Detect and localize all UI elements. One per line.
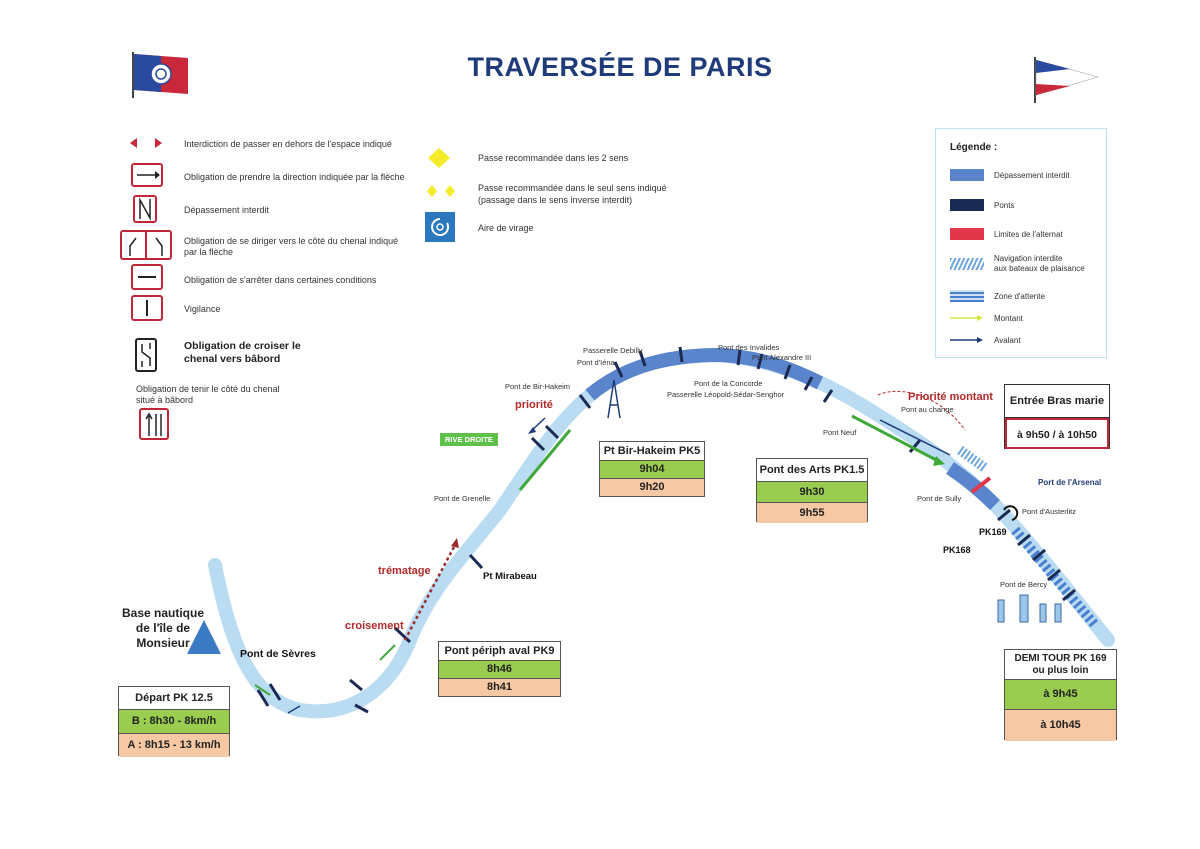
depart-time-b: B : 8h30 - 8km/h <box>119 710 229 734</box>
priorite-montant-label: Priorité montant <box>908 391 993 403</box>
avalant-arrow-icon <box>950 337 983 343</box>
rive-droite-label: RIVE DROITE <box>440 433 498 446</box>
passerelle-debilly-label: Passerelle Debilly <box>583 346 643 355</box>
croisement-label: croisement <box>345 620 404 632</box>
legend-label: Ponts <box>994 201 1015 210</box>
pk169-label: PK169 <box>979 527 1007 537</box>
montant-arrow-icon <box>950 315 983 321</box>
periph-time-a: 8h41 <box>439 679 560 696</box>
bir-hakeim-time-a: 9h20 <box>600 479 704 496</box>
pk168-label: PK168 <box>943 545 971 555</box>
vigilance-sign-icon <box>131 295 163 321</box>
periph-time-b: 8h46 <box>439 661 560 679</box>
pont-bir-hakeim-label: Pont de Bir-Hakeim <box>505 382 571 391</box>
legend-item-text: Obligation de tenir le côté du chenal si… <box>136 384 280 405</box>
legend-label: Montant <box>994 314 1023 323</box>
legend-label: Avalant <box>994 336 1021 345</box>
depart-box: Départ PK 12.5 B : 8h30 - 8km/h A : 8h15… <box>118 686 230 757</box>
pass-text: Passe recommandée dans les 2 sens <box>478 153 629 163</box>
legend-item-text: Obligation de s'arrêter dans certaines c… <box>184 275 377 285</box>
no-overtaking-sign-icon <box>133 195 157 223</box>
passerelle-leopold-label: Passerelle Léopold-Sédar-Senghor <box>667 390 785 399</box>
bir-hakeim-title: Pt Bir-Hakeim PK5 <box>600 442 704 461</box>
pass-text-note: (passage dans le sens inverse interdit) <box>478 195 633 205</box>
arts-box: Pont des Arts PK1.5 9h30 9h55 <box>756 458 868 523</box>
legend-title: Légende : <box>950 142 998 153</box>
legend-swatch <box>950 169 984 181</box>
bras-marie-box: Entrée Bras marie à 9h50 / à 10h50 <box>1004 384 1110 449</box>
pont-concorde-label: Pont de la Concorde <box>694 379 763 388</box>
demi-tour-box: DEMI TOUR PK 169 ou plus loin à 9h45 à 1… <box>1004 649 1117 741</box>
base-nautique-label: Base nautique de l'île de Monsieur <box>121 606 205 650</box>
map-legend: Légende : Dépassement interdit Ponts Lim… <box>935 128 1107 358</box>
port-arsenal-label: Port de l'Arsenal <box>1038 478 1102 487</box>
depart-time-a: A : 8h15 - 13 km/h <box>119 734 229 757</box>
demi-tour-title: DEMI TOUR PK 169 <box>1014 653 1107 664</box>
arts-title: Pont des Arts PK1.5 <box>757 459 867 482</box>
legend-swatch <box>950 228 984 240</box>
pont-austerlitz-label: Pont d'Austerlitz <box>1022 507 1076 516</box>
pont-invalides-label: Pont des Invalides <box>718 343 780 352</box>
pont-sevres-label: Pont de Sèvres <box>240 648 316 660</box>
legend-label: Zone d'attente <box>994 292 1045 301</box>
club-flag-left-icon <box>132 52 188 98</box>
legend-label: Dépassement interdit <box>994 171 1070 180</box>
pont-au-change-label: Pont au change <box>901 405 954 414</box>
legend-swatch <box>950 199 984 211</box>
club-flag-right-icon <box>1034 57 1099 103</box>
arts-time-b: 9h30 <box>757 482 867 503</box>
periph-title: Pont périph aval PK9 <box>439 642 560 661</box>
pont-bercy-label: Pont de Bercy <box>1000 580 1048 589</box>
pont-sully-label: Pont de Sully <box>917 494 962 503</box>
demi-tour-time-b: à 9h45 <box>1005 680 1116 710</box>
demi-tour-subtitle: ou plus loin <box>1005 665 1116 680</box>
turning-area-icon <box>425 212 455 242</box>
pass-text: Passe recommandée dans le seul sens indi… <box>478 183 667 193</box>
pt-mirabeau-label: Pt Mirabeau <box>483 571 537 582</box>
legend-label: aux bateaux de plaisance <box>994 264 1085 273</box>
channel-side-sign-icon <box>120 230 172 260</box>
legend-item-text: Interdiction de passer en dehors de l'es… <box>184 139 392 149</box>
pont-alexandre-label: Pont Alexandre III <box>752 353 812 362</box>
yellow-diamond-icon <box>428 148 450 168</box>
direction-arrow-sign-icon <box>131 163 163 187</box>
legend-item-text: Vigilance <box>184 304 221 314</box>
priorite-label: priorité <box>515 399 553 411</box>
periph-box: Pont périph aval PK9 8h46 8h41 <box>438 641 561 697</box>
bir-hakeim-box: Pt Bir-Hakeim PK5 9h04 9h20 <box>599 441 705 497</box>
pass-text: Aire de virage <box>478 223 534 233</box>
pont-neuf-label: Pont Neuf <box>823 428 857 437</box>
bras-marie-time: à 9h50 / à 10h50 <box>1005 418 1109 449</box>
red-double-arrow-icon <box>130 138 162 148</box>
keep-port-side-sign-icon <box>139 408 169 440</box>
legend-item-text: Obligation de croiser le chenal vers bâb… <box>184 340 301 365</box>
legend-label: Navigation interdite <box>994 254 1063 263</box>
legend-label: Limites de l'alternat <box>994 230 1063 239</box>
bras-marie-title: Entrée Bras marie <box>1005 385 1109 418</box>
demi-tour-time-a: à 10h45 <box>1005 710 1116 741</box>
pont-iena-label: Pont d'Iéna <box>577 358 615 367</box>
two-yellow-diamonds-icon <box>427 185 455 197</box>
legend-item-text: Dépassement interdit <box>184 205 270 215</box>
stop-sign-icon <box>131 264 163 290</box>
pont-grenelle-label: Pont de Grenelle <box>434 494 491 503</box>
trematage-label: trématage <box>378 565 431 577</box>
legend-item-text: Obligation de se diriger vers le côté du… <box>184 236 399 257</box>
cross-channel-sign-icon <box>135 338 157 372</box>
bir-hakeim-time-b: 9h04 <box>600 461 704 479</box>
depart-title: Départ PK 12.5 <box>119 687 229 710</box>
page-title: TRAVERSÉE DE PARIS <box>467 52 773 82</box>
legend-swatch <box>950 258 984 270</box>
legend-item-text: Obligation de prendre la direction indiq… <box>184 172 405 182</box>
legend-swatch <box>950 290 984 302</box>
arts-time-a: 9h55 <box>757 503 867 523</box>
